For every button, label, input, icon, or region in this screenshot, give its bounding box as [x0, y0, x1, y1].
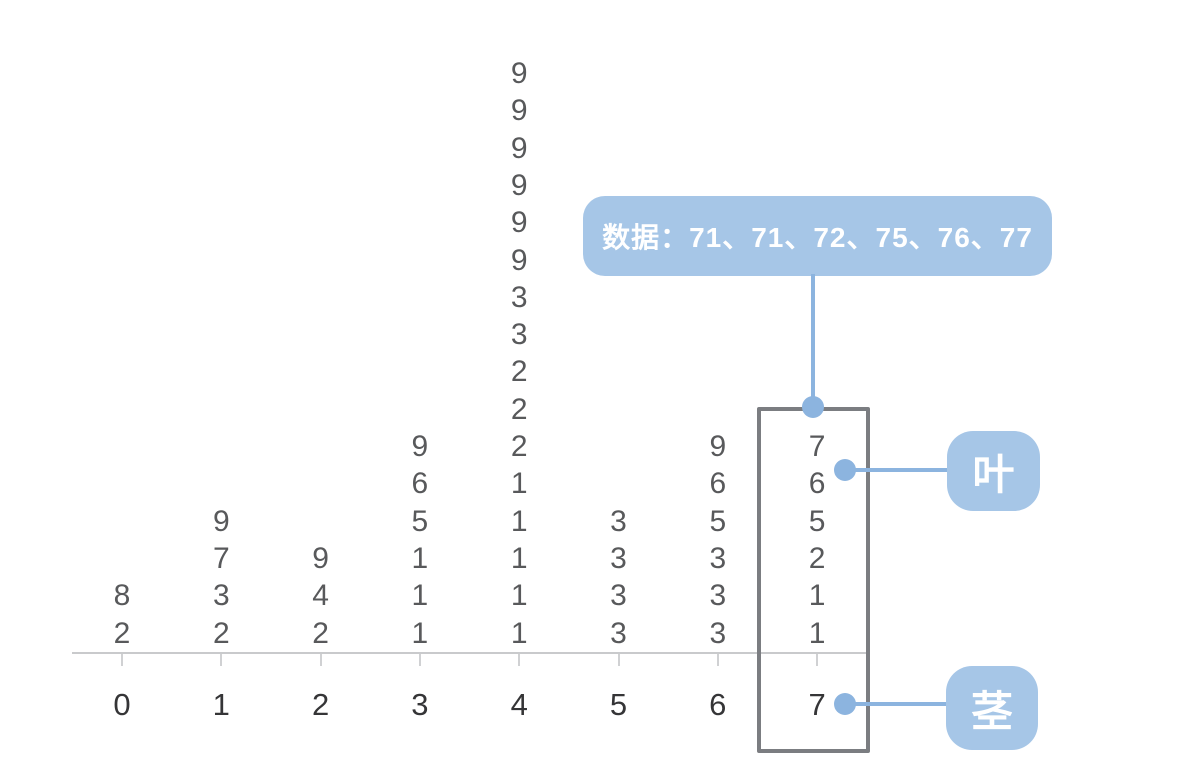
leaf-digit: 3: [510, 318, 528, 352]
leaf-digit: 3: [510, 280, 528, 314]
leaf-digit: 2: [113, 616, 131, 650]
leaf-digit: 1: [510, 616, 528, 650]
leaf-digit: 3: [610, 504, 627, 538]
stem-label-3: 3: [411, 687, 429, 722]
leaf-digit: 5: [808, 504, 826, 538]
leaf-digit: 4: [312, 579, 329, 613]
stem-connector-line: [845, 702, 947, 706]
leaf-digit: 9: [510, 243, 528, 277]
stem-anchor-dot: [834, 693, 856, 715]
leaf-digit: 9: [709, 430, 727, 463]
leaf-digit: 1: [411, 541, 429, 575]
data-callout-bubble: 数据：71、71、72、75、76、77: [583, 196, 1052, 276]
leaf-digit: 9: [510, 57, 528, 90]
axis-tick: [518, 654, 521, 666]
leaf-digit: 1: [510, 467, 528, 501]
leaf-digit: 2: [510, 392, 528, 426]
leaf-digit: 5: [709, 504, 727, 538]
axis-tick: [418, 654, 421, 666]
leaf-digit: 7: [808, 430, 826, 463]
leaf-digit: 3: [709, 616, 727, 650]
stem-label-7: 7: [808, 687, 826, 722]
stem-label-6: 6: [709, 687, 727, 722]
leaf-digit: 3: [212, 579, 230, 613]
leaf-digit: 7: [212, 541, 230, 575]
leaf-digit: 1: [510, 504, 528, 538]
axis-line: [72, 652, 866, 654]
axis-tick: [220, 654, 223, 666]
stem-badge: 茎: [946, 666, 1038, 750]
leaf-digit: 3: [709, 579, 727, 613]
leaf-digit: 3: [709, 541, 727, 575]
stem-label-2: 2: [311, 687, 330, 722]
leaf-digit: 6: [709, 467, 727, 501]
leaf-digit: 9: [411, 430, 429, 463]
leaf-digit: 1: [411, 579, 429, 613]
callout-anchor-dot: [802, 396, 824, 418]
leaf-anchor-dot: [834, 459, 856, 481]
leaf-digit: 1: [510, 579, 528, 613]
leaf-badge: 叶: [947, 431, 1040, 511]
leaf-digit: 5: [411, 504, 429, 538]
leaf-digit: 2: [510, 430, 528, 463]
stem-label-4: 4: [510, 687, 528, 722]
leaf-digit: 2: [808, 541, 826, 575]
axis-tick: [121, 654, 123, 666]
leaf-digit: 9: [510, 94, 528, 128]
leaf-digit: 1: [510, 541, 528, 575]
leaf-digit: 3: [610, 579, 627, 613]
leaf-digit: 9: [510, 131, 528, 165]
leaf-digit: 9: [312, 541, 329, 575]
leaf-digit: 9: [510, 168, 528, 202]
leaf-digit: 2: [510, 355, 528, 389]
leaf-digit: 9: [212, 504, 230, 538]
leaf-digit: 2: [312, 616, 329, 650]
stem-label-0: 0: [113, 687, 131, 722]
leaf-digit: 6: [411, 467, 429, 501]
axis-tick: [319, 654, 322, 666]
leaf-digit: 3: [610, 616, 627, 650]
leaf-digit: 1: [808, 579, 826, 613]
leaf-digit: 8: [113, 579, 131, 613]
axis-tick: [617, 654, 620, 666]
leaf-digit: 6: [808, 467, 826, 501]
axis-tick: [716, 654, 719, 666]
axis-tick: [816, 654, 819, 666]
stem-label-1: 1: [212, 687, 230, 722]
leaf-digit: 1: [808, 616, 826, 650]
leaf-connector-line: [845, 468, 947, 472]
leaf-digit: 3: [610, 541, 627, 575]
leaf-digit: 9: [510, 206, 528, 240]
leaf-digit: 1: [411, 616, 429, 650]
stem-label-5: 5: [609, 687, 628, 722]
callout-connector-line: [811, 274, 815, 408]
leaf-digit: 2: [212, 616, 230, 650]
